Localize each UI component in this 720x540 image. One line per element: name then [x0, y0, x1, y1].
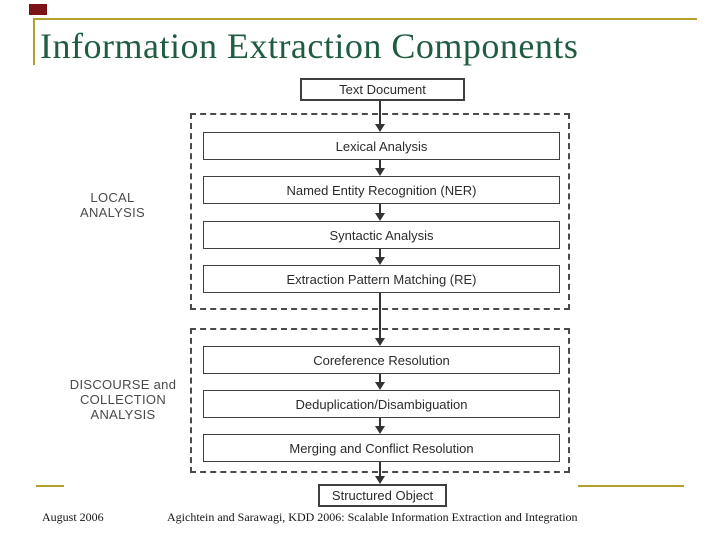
flow-node-coreference-resolution: Coreference Resolution: [203, 346, 560, 374]
arrow-head-icon: [375, 426, 385, 434]
arrow-head-icon: [375, 338, 385, 346]
arrow-head-icon: [375, 168, 385, 176]
flow-node-named-entity-recognition: Named Entity Recognition (NER): [203, 176, 560, 204]
slide-title: Information Extraction Components: [40, 26, 579, 66]
flow-node-text-document: Text Document: [300, 78, 465, 101]
group-label-line: ANALYSIS: [79, 205, 146, 220]
arrow-line: [379, 101, 381, 124]
footer-date: August 2006: [42, 510, 104, 524]
flow-node-deduplication-disambiguation: Deduplication/Disambiguation: [203, 390, 560, 418]
group-label-line: DISCOURSE and: [69, 377, 177, 392]
footer-attribution: Agichtein and Sarawagi, KDD 2006: Scalab…: [167, 510, 578, 524]
arrow-head-icon: [375, 257, 385, 265]
flow-node-merging-conflict-resolution: Merging and Conflict Resolution: [203, 434, 560, 462]
group-label-discourse-collection-analysis: DISCOURSE and COLLECTION ANALYSIS: [58, 377, 188, 422]
group-label-line: COLLECTION: [79, 392, 167, 407]
arrow-line: [379, 293, 381, 338]
arrow-head-icon: [375, 382, 385, 390]
arrow-line: [379, 462, 381, 477]
flow-node-extraction-pattern-matching: Extraction Pattern Matching (RE): [203, 265, 560, 293]
arrow-head-icon: [375, 124, 385, 132]
flow-node-lexical-analysis: Lexical Analysis: [203, 132, 560, 160]
gold-bottom-rule-right: [578, 485, 684, 487]
arrow-line: [379, 249, 381, 258]
flow-node-structured-object: Structured Object: [318, 484, 447, 507]
arrow-line: [379, 374, 381, 383]
group-label-line: LOCAL: [90, 190, 135, 205]
group-label-line: ANALYSIS: [90, 407, 156, 422]
arrow-line: [379, 204, 381, 214]
flow-node-syntactic-analysis: Syntactic Analysis: [203, 221, 560, 249]
gold-left-rule: [33, 18, 35, 65]
template-corner-marker: [29, 4, 47, 15]
gold-bottom-rule-left: [36, 485, 64, 487]
gold-top-rule: [33, 18, 697, 20]
group-label-local-analysis: LOCAL ANALYSIS: [55, 190, 170, 220]
arrow-head-icon: [375, 476, 385, 484]
arrow-line: [379, 160, 381, 169]
arrow-head-icon: [375, 213, 385, 221]
arrow-line: [379, 418, 381, 427]
